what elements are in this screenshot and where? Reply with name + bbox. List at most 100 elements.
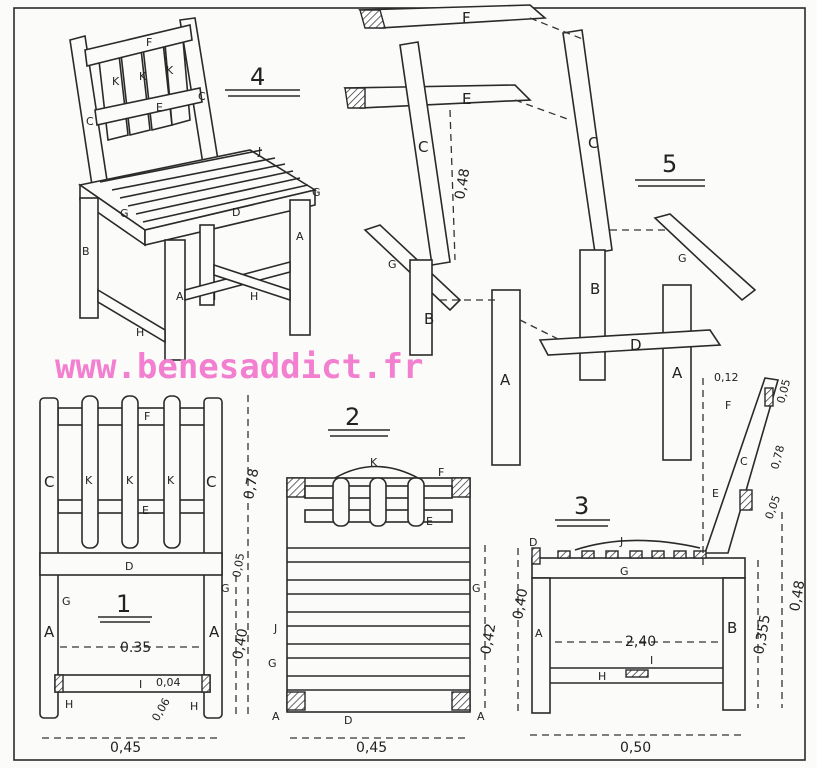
drawing-label: H — [136, 326, 144, 339]
drawing-label: I — [650, 654, 653, 667]
drawing-label: D — [232, 206, 240, 219]
watermark-url: www.benesaddict.fr — [55, 347, 423, 387]
drawing-label: E — [156, 101, 163, 114]
drawing-label: J — [619, 535, 623, 548]
back-post-C-right — [562, 29, 613, 254]
drawing-label: 0,48 — [452, 167, 473, 200]
figure-5-labels: F E C C G G B B D A A 0,48 — [388, 9, 687, 389]
leg-B — [722, 577, 746, 711]
drawing-label: D — [630, 336, 642, 354]
back-post-C-left — [399, 41, 451, 266]
drawing-label: K — [166, 64, 174, 77]
drawing-label: 0,48 — [787, 579, 808, 612]
drawing-label: E — [142, 504, 149, 517]
drawing-label: G — [268, 657, 277, 670]
rail-D — [39, 552, 223, 576]
drawing-label: J — [273, 622, 277, 635]
figure-4-perspective-chair — [69, 17, 318, 361]
drawing-label: K — [167, 474, 175, 487]
drawing-label: C — [86, 115, 94, 128]
drawing-label: G — [472, 582, 481, 595]
drawing-label: G — [62, 595, 71, 608]
leg-A-front-left — [491, 289, 521, 466]
drawing-label: 0,40 — [230, 627, 251, 660]
drawing-label: 0,40 — [510, 587, 531, 620]
drawing-label: I — [213, 290, 216, 303]
drawing-label: A — [272, 710, 280, 723]
drawing-label: E — [462, 90, 471, 108]
drawing-label: E — [426, 515, 433, 528]
drawing-label: F — [146, 36, 152, 49]
figure-2-number: 2 — [345, 403, 360, 431]
drawing-label: G — [620, 565, 629, 578]
drawing-label: C — [198, 90, 206, 103]
drawing-label: G — [120, 207, 129, 220]
front-rail-D — [538, 329, 722, 356]
drawing-label: B — [424, 310, 434, 328]
drawing-label: C — [740, 455, 748, 468]
figure-1-labels: C K K K C F E D G G A A H H I 0,78 0,40 … — [44, 410, 262, 756]
drawing-label: K — [112, 75, 120, 88]
drawing-label: 0,06 — [149, 696, 173, 724]
drawing-label: K — [139, 70, 147, 83]
drawing-label: H — [190, 700, 198, 713]
drawing-label: C — [418, 138, 428, 156]
drawing-label: K — [126, 474, 134, 487]
drawing-label: J — [257, 145, 261, 158]
drawing-label: 0,05 — [230, 552, 247, 578]
drawing-label: G — [221, 582, 230, 595]
drawing-label: 0,05 — [774, 378, 793, 405]
drawing-label: 0,50 — [620, 740, 651, 756]
drawing-label: H — [250, 290, 258, 303]
drawing-label: 0,04 — [156, 676, 181, 689]
drawing-label: 0,78 — [241, 467, 262, 500]
drawing-label: A — [500, 371, 511, 389]
figure-3-number: 3 — [574, 492, 589, 520]
drawing-label: 0,12 — [714, 371, 739, 384]
drawing-label: F — [438, 466, 444, 479]
rail-I — [54, 674, 211, 693]
drawing-label: D — [125, 560, 133, 573]
drawing-label: F — [144, 410, 150, 423]
drawing-label: A — [44, 623, 55, 641]
drawing-label: 0,45 — [110, 740, 141, 756]
drawing-label: C — [588, 134, 598, 152]
drawing-label: 0.35 — [120, 640, 151, 656]
drawing-label: B — [590, 280, 600, 298]
drawing-label: B — [727, 619, 737, 637]
drawing-label: 2,40 — [625, 634, 656, 650]
leg-A — [531, 577, 551, 714]
drawing-label: 0,42 — [478, 622, 499, 655]
back-post-C — [703, 377, 780, 554]
drawing-label: A — [209, 623, 220, 641]
figure-2-top-view — [286, 429, 486, 739]
figure-4-number: 4 — [250, 63, 265, 91]
drawing-label: A — [535, 627, 543, 640]
figure-3-labels: D J G A B H I C E F 0,40 2,40 0,355 0,48… — [510, 371, 808, 756]
drawing-label: B — [82, 245, 90, 258]
drawing-label: 0,05 — [763, 494, 784, 521]
drawing-label: H — [65, 698, 73, 711]
figure-3-side-view — [517, 377, 783, 736]
drawing-label: I — [139, 678, 142, 691]
drawing-label: C — [44, 473, 54, 491]
side-rail-G-right — [653, 213, 757, 302]
drawing-label: G — [678, 252, 687, 265]
drawing-label: 0,78 — [768, 444, 787, 471]
drawing-label: D — [529, 536, 537, 549]
side-rail-G — [531, 557, 746, 579]
figure-2-labels: K F E G G A A D J 0,42 0,45 — [268, 456, 499, 756]
figure-1-front-view — [39, 395, 249, 739]
drawing-label: A — [672, 364, 683, 382]
drawing-label: C — [206, 473, 216, 491]
drawing-label: A — [176, 290, 184, 303]
drawing-label: A — [296, 230, 304, 243]
leg-B-left — [409, 259, 433, 356]
leg-B — [79, 197, 99, 319]
drawing-label: E — [712, 487, 719, 500]
leg-A-right — [289, 199, 311, 336]
drawing-label: G — [312, 186, 321, 199]
figure-4-labels: F K K K C C E J G D G B A A I H H — [82, 36, 321, 339]
drawing-label: A — [477, 710, 485, 723]
